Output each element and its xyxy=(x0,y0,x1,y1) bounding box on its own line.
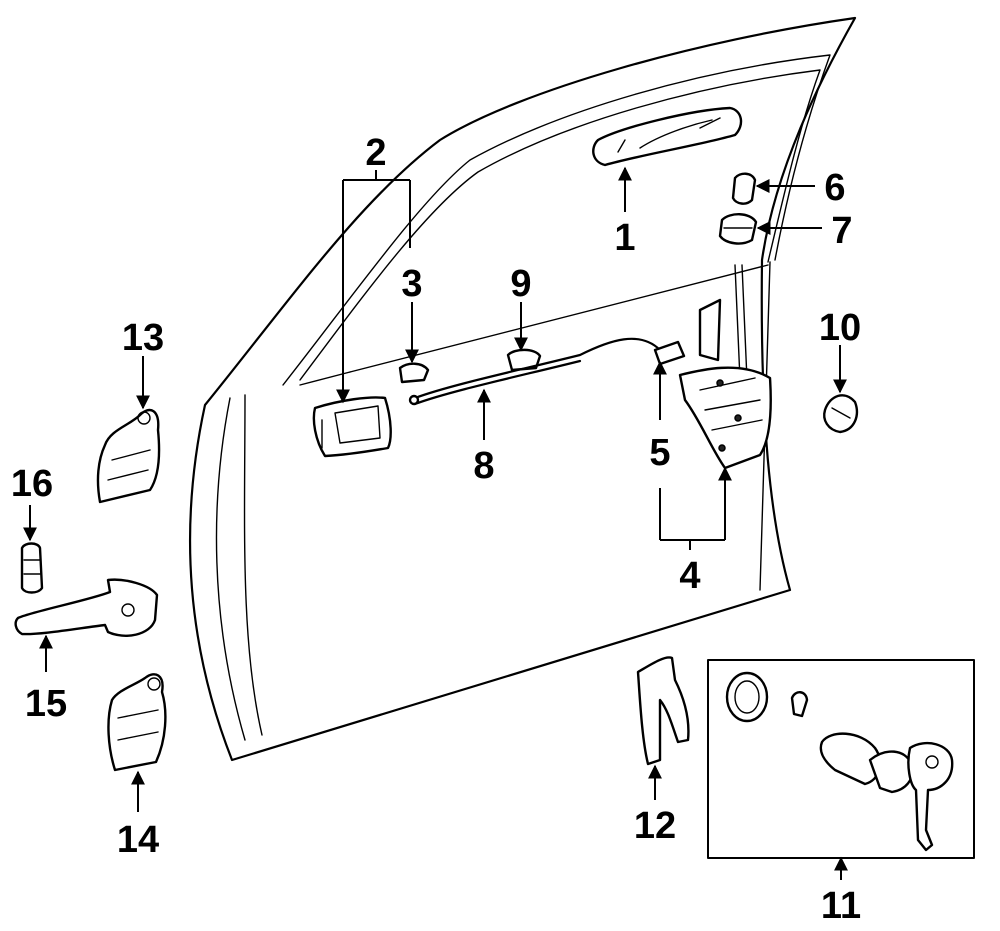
callout-9: 9 xyxy=(510,263,531,305)
door-shell xyxy=(189,16,857,762)
lock-rod-part-8 xyxy=(408,337,662,406)
clip-part-6 xyxy=(731,172,757,205)
upper-hinge-part-13 xyxy=(96,408,161,504)
hinge-pin-part-16 xyxy=(20,542,44,594)
callout-labels: 1 2 3 4 5 6 7 8 9 10 11 12 13 14 15 16 xyxy=(11,132,861,927)
callout-8: 8 xyxy=(473,445,494,487)
lower-hinge-part-14 xyxy=(107,673,167,772)
connector-part-5 xyxy=(653,340,686,366)
callout-4: 4 xyxy=(679,555,700,597)
callout-3: 3 xyxy=(401,263,422,305)
callout-2: 2 xyxy=(365,132,386,174)
callout-12: 12 xyxy=(634,805,676,847)
door-check-part-15 xyxy=(14,578,159,637)
callout-7: 7 xyxy=(831,210,852,252)
clip-part-3 xyxy=(398,362,430,384)
callout-6: 6 xyxy=(824,167,845,209)
callout-15: 15 xyxy=(25,683,67,725)
callout-10: 10 xyxy=(819,307,861,349)
callout-14: 14 xyxy=(117,819,159,861)
callout-16: 16 xyxy=(11,463,53,505)
leader-lines xyxy=(23,166,848,880)
lock-cylinder-kit-part-11 xyxy=(707,659,975,859)
door-lock-assembly xyxy=(678,264,772,470)
bracket-part-12 xyxy=(636,656,690,766)
clip-part-7 xyxy=(718,213,758,245)
part-10-clip xyxy=(823,394,859,434)
callout-5: 5 xyxy=(649,432,670,474)
inside-door-handle xyxy=(312,396,392,458)
callout-11: 11 xyxy=(821,885,861,927)
outside-door-handle xyxy=(592,106,743,167)
callout-13: 13 xyxy=(122,317,164,359)
callout-1: 1 xyxy=(614,217,635,259)
